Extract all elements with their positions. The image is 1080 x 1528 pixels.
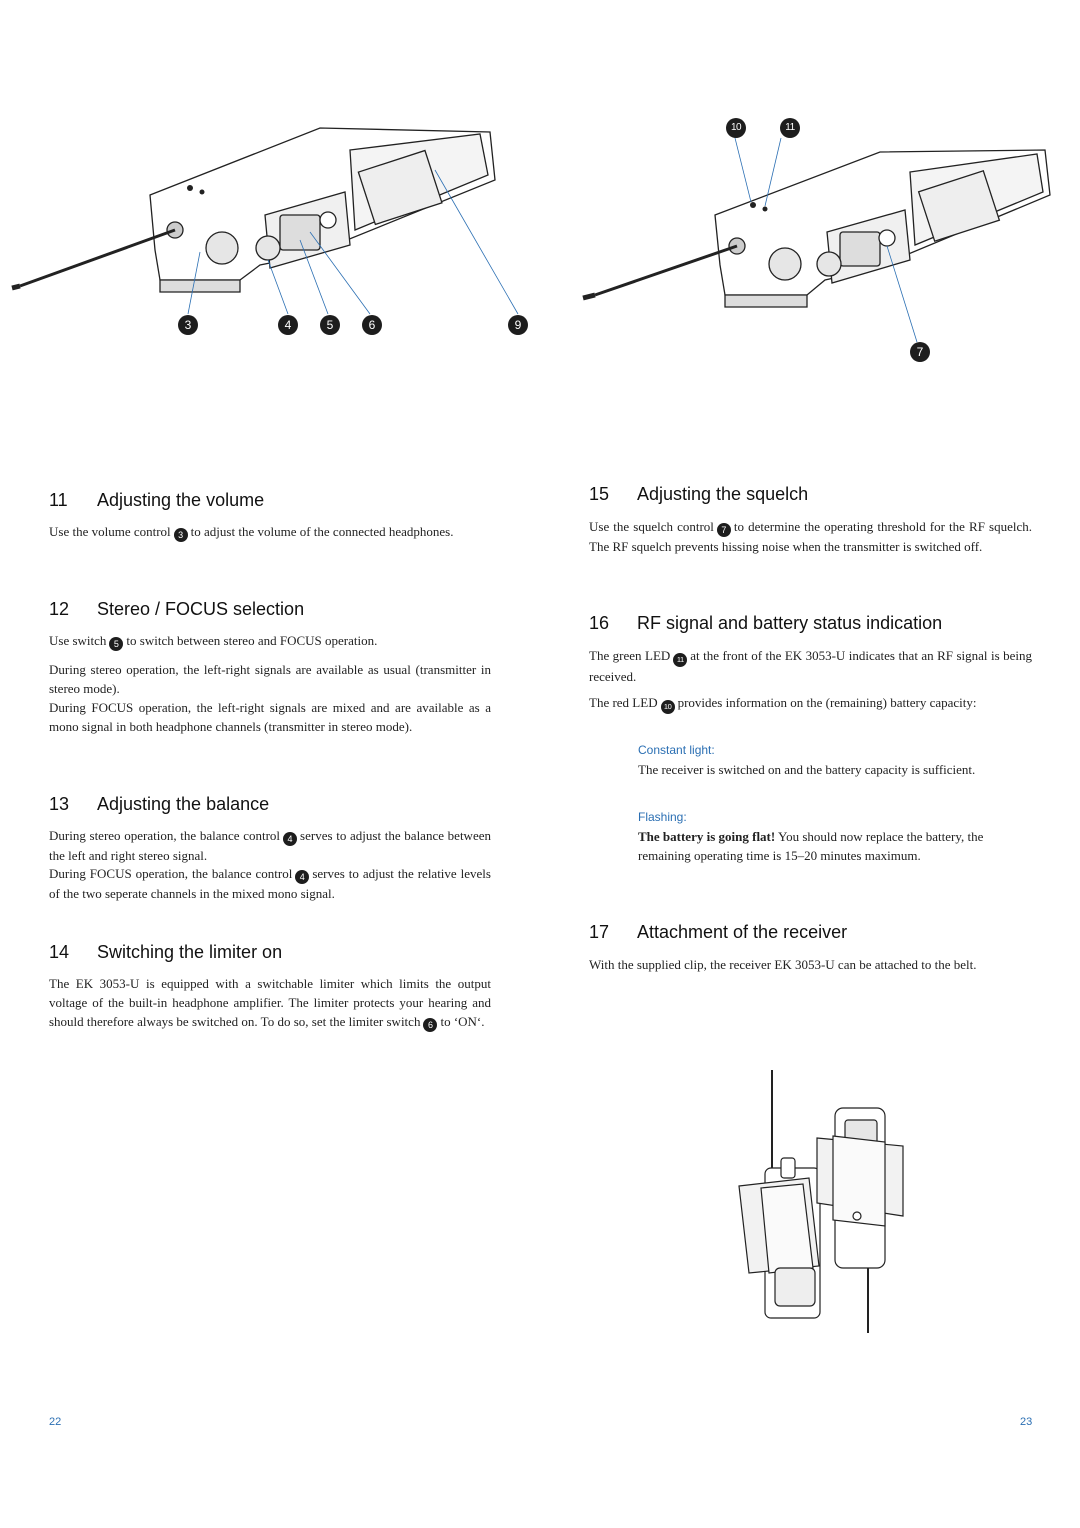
callout-11: 11 xyxy=(780,118,800,138)
callout-4: 4 xyxy=(278,315,298,335)
para-balance-focus: During FOCUS operation, the balance cont… xyxy=(49,866,491,901)
callout-9: 9 xyxy=(508,315,528,335)
page-number-right: 23 xyxy=(1020,1416,1033,1428)
callout-10: 10 xyxy=(726,118,746,138)
receiver-illustration-front-right xyxy=(582,137,1051,343)
text-constant-light: The receiver is switched on and the batt… xyxy=(638,762,976,777)
receiver-illustration-front-left xyxy=(11,127,519,315)
callout-badge-4: 4 xyxy=(283,832,298,846)
callout-5: 5 xyxy=(320,315,340,335)
para-stereo-operation: During stereo operation, the left-right … xyxy=(49,662,491,696)
para-attachment: With the supplied clip, the receiver EK … xyxy=(589,957,977,972)
callout-badge-6: 6 xyxy=(423,1018,438,1032)
para-limiter: The EK 3053-U is equipped with a switcha… xyxy=(49,976,491,1032)
callout-badge-4b: 4 xyxy=(295,870,310,884)
para-balance-stereo: During stereo operation, the balance con… xyxy=(49,828,491,863)
callout-badge-10: 10 xyxy=(660,700,675,714)
callout-badge-11: 11 xyxy=(673,653,688,667)
label-constant-light: Constant light: xyxy=(638,743,715,757)
label-flashing: Flashing: xyxy=(638,810,687,824)
callout-7: 7 xyxy=(910,342,930,362)
callout-3: 3 xyxy=(178,315,198,335)
para-focus-operation: During FOCUS operation, the left-right s… xyxy=(49,700,491,734)
page-number-left: 22 xyxy=(49,1416,62,1428)
text-flashing: The battery is going flat! You should no… xyxy=(638,829,984,863)
callout-badge-7: 7 xyxy=(716,523,731,537)
callout-badge-3: 3 xyxy=(173,528,188,542)
belt-clip-illustration xyxy=(738,1070,904,1333)
callout-badge-5: 5 xyxy=(109,637,124,651)
callout-6: 6 xyxy=(362,315,382,335)
